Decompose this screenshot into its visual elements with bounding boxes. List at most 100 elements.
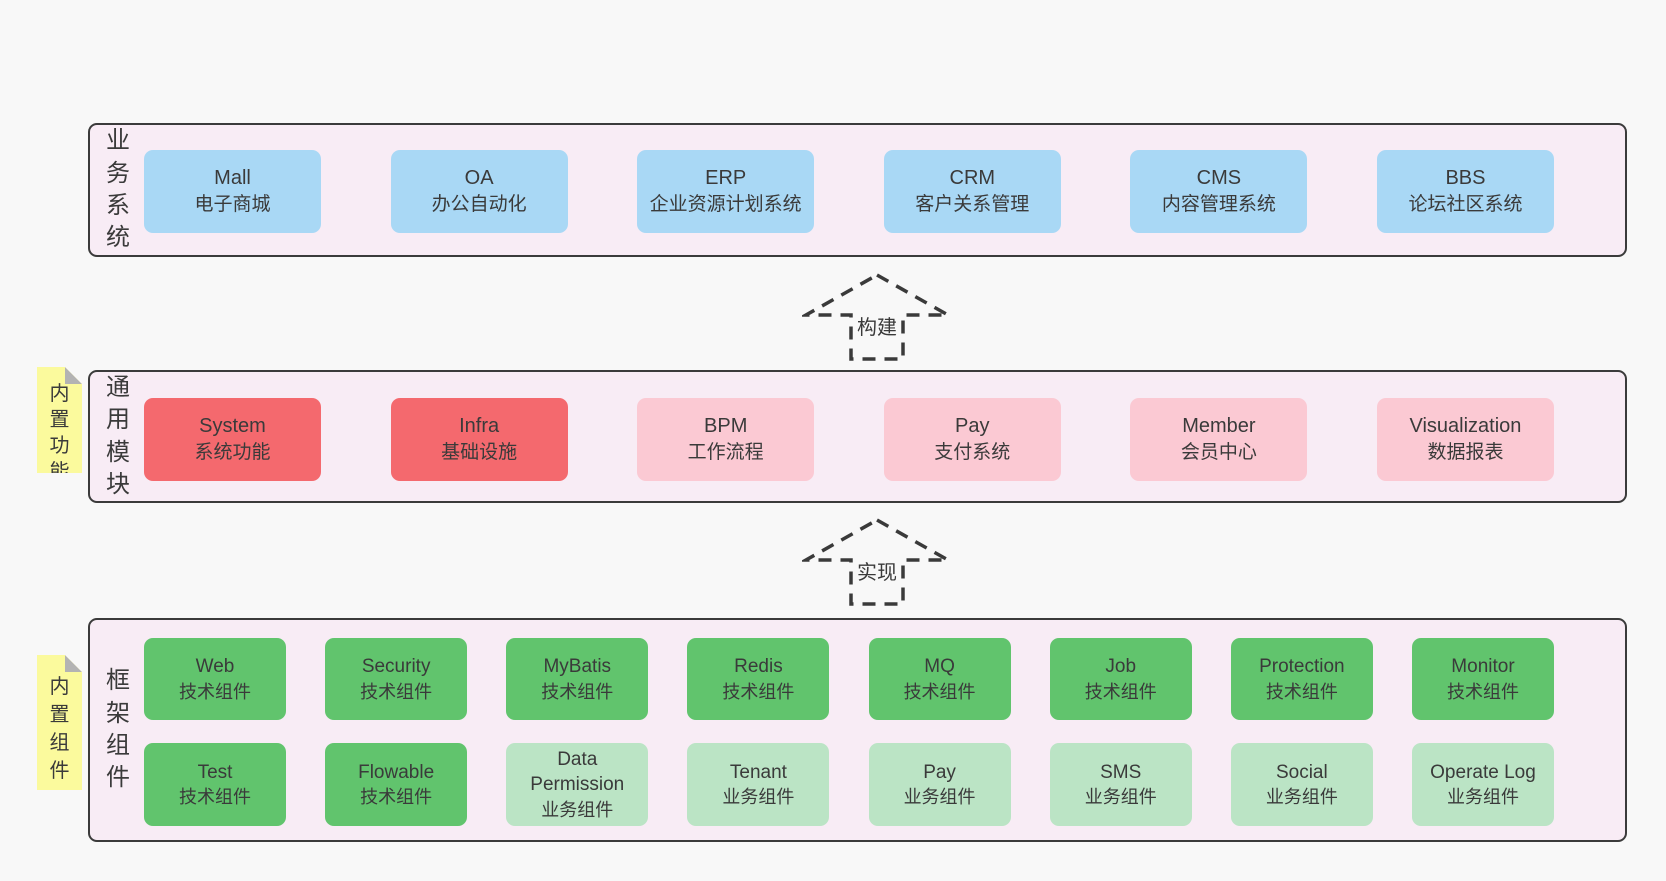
box-data-permission: Data Permission 业务组件 xyxy=(506,743,649,826)
box-title: CMS xyxy=(1196,166,1242,189)
note-text: 内置组件 xyxy=(49,676,70,782)
layer-label-text: 框架组件 xyxy=(106,667,130,792)
layer-business-systems: 业务系统 Mall 电子商城 OA 办公自动化 ERP 企业资源计划系统 CRM… xyxy=(88,123,1627,257)
box-subtitle: 系统功能 xyxy=(194,442,271,464)
box-subtitle: 业务组件 xyxy=(1084,787,1157,808)
box-protection: Protection 技术组件 xyxy=(1230,638,1373,720)
arrow-label: 构建 xyxy=(854,311,900,340)
box-subtitle: 内容管理系统 xyxy=(1161,194,1276,216)
up-arrow-icon xyxy=(802,272,952,361)
business-systems-row: Mall 电子商城 OA 办公自动化 ERP 企业资源计划系统 CRM 客户关系… xyxy=(144,150,1554,233)
box-title: MQ xyxy=(924,656,955,678)
box-bpm: BPM 工作流程 xyxy=(637,398,815,481)
box-subtitle: 技术组件 xyxy=(1084,681,1157,702)
box-title: Job xyxy=(1105,656,1137,678)
box-security: Security 技术组件 xyxy=(325,638,468,720)
box-title: Member xyxy=(1182,414,1256,437)
note-builtin-features: 内置功能 xyxy=(37,367,82,473)
box-subtitle: 数据报表 xyxy=(1427,442,1504,464)
box-mybatis: MyBatis 技术组件 xyxy=(506,638,649,720)
layer-label-text: 业务系统 xyxy=(106,127,130,252)
layer-label-common-modules: 通用模块 xyxy=(104,372,132,501)
box-title: BBS xyxy=(1445,166,1486,189)
box-subtitle: 论坛社区系统 xyxy=(1408,194,1523,216)
arrow-implement: 实现 xyxy=(802,516,952,608)
box-title: Flowable xyxy=(358,761,435,783)
box-title: OA xyxy=(464,166,494,189)
box-mall: Mall 电子商城 xyxy=(144,150,321,233)
up-arrow-icon xyxy=(802,517,952,606)
box-visualization: Visualization 数据报表 xyxy=(1376,398,1554,481)
box-subtitle: 基础设施 xyxy=(441,442,518,464)
box-test: Test 技术组件 xyxy=(144,743,286,826)
layer-label-text: 通用模块 xyxy=(106,373,130,498)
box-subtitle: 电子商城 xyxy=(194,194,271,216)
box-subtitle: 办公自动化 xyxy=(431,194,527,216)
box-subtitle: 业务组件 xyxy=(903,787,976,808)
common-modules-row: System 系统功能 Infra 基础设施 BPM 工作流程 Pay 支付系统… xyxy=(144,398,1554,481)
note-fold-corner-icon xyxy=(65,367,82,384)
box-title: Redis xyxy=(734,656,783,678)
box-title: Mall xyxy=(214,166,251,189)
box-title: Protection xyxy=(1259,656,1345,678)
box-subtitle: 客户关系管理 xyxy=(915,194,1030,216)
box-subtitle: 支付系统 xyxy=(934,442,1011,464)
box-subtitle: 工作流程 xyxy=(687,442,764,464)
box-title: Pay xyxy=(955,414,990,437)
box-subtitle: 业务组件 xyxy=(722,787,795,808)
box-title: Data Permission xyxy=(530,748,625,796)
box-title: Social xyxy=(1275,761,1328,783)
box-subtitle: 会员中心 xyxy=(1180,442,1257,464)
box-web: Web 技术组件 xyxy=(144,638,286,720)
box-system: System 系统功能 xyxy=(144,398,321,481)
box-title: CRM xyxy=(949,166,996,189)
box-subtitle: 技术组件 xyxy=(722,681,795,702)
box-sms: SMS 业务组件 xyxy=(1049,743,1192,826)
box-crm: CRM 客户关系管理 xyxy=(883,150,1061,233)
arrow-build: 构建 xyxy=(802,271,952,363)
box-erp: ERP 企业资源计划系统 xyxy=(637,150,815,233)
box-bbs: BBS 论坛社区系统 xyxy=(1376,150,1554,233)
box-title: System xyxy=(199,414,266,437)
box-pay-component: Pay 业务组件 xyxy=(868,743,1011,826)
box-oa: OA 办公自动化 xyxy=(390,150,568,233)
box-title: MyBatis xyxy=(543,656,612,678)
box-redis: Redis 技术组件 xyxy=(687,638,830,720)
box-title: Operate Log xyxy=(1430,761,1536,783)
layer-label-framework-components: 框架组件 xyxy=(104,620,132,840)
box-subtitle: 技术组件 xyxy=(903,681,976,702)
note-fold-corner-icon xyxy=(65,655,82,672)
box-title: Web xyxy=(195,656,235,678)
box-subtitle: 技术组件 xyxy=(179,787,251,808)
framework-components-row-1: Web 技术组件 Security 技术组件 MyBatis 技术组件 Redi… xyxy=(144,638,1554,720)
box-title: Monitor xyxy=(1451,656,1515,678)
box-title: Tenant xyxy=(729,761,787,783)
box-member: Member 会员中心 xyxy=(1130,398,1308,481)
box-subtitle: 业务组件 xyxy=(1265,787,1338,808)
note-text: 内置功能 xyxy=(49,383,70,483)
box-title: Infra xyxy=(459,414,500,437)
box-pay-module: Pay 支付系统 xyxy=(883,398,1061,481)
box-operate-log: Operate Log 业务组件 xyxy=(1411,743,1554,826)
box-subtitle: 企业资源计划系统 xyxy=(649,194,802,216)
box-title: Pay xyxy=(923,761,956,783)
box-subtitle: 业务组件 xyxy=(1446,787,1519,808)
layer-framework-components: 框架组件 Web 技术组件 Security 技术组件 MyBatis 技术组件… xyxy=(88,618,1627,842)
layer-common-modules: 通用模块 System 系统功能 Infra 基础设施 BPM 工作流程 Pay… xyxy=(88,370,1627,503)
box-mq: MQ 技术组件 xyxy=(868,638,1011,720)
framework-components-row-2: Test 技术组件 Flowable 技术组件 Data Permission … xyxy=(144,743,1554,826)
box-subtitle: 技术组件 xyxy=(360,681,433,702)
box-subtitle: 业务组件 xyxy=(541,799,614,820)
box-infra: Infra 基础设施 xyxy=(390,398,568,481)
box-subtitle: 技术组件 xyxy=(541,681,614,702)
box-flowable: Flowable 技术组件 xyxy=(325,743,468,826)
box-social: Social 业务组件 xyxy=(1230,743,1373,826)
box-title: SMS xyxy=(1100,761,1142,783)
box-subtitle: 技术组件 xyxy=(179,681,251,702)
box-tenant: Tenant 业务组件 xyxy=(687,743,830,826)
box-title: Security xyxy=(361,656,431,678)
note-builtin-components: 内置组件 xyxy=(37,655,82,790)
arrow-label: 实现 xyxy=(854,556,900,585)
box-title: BPM xyxy=(704,414,748,437)
